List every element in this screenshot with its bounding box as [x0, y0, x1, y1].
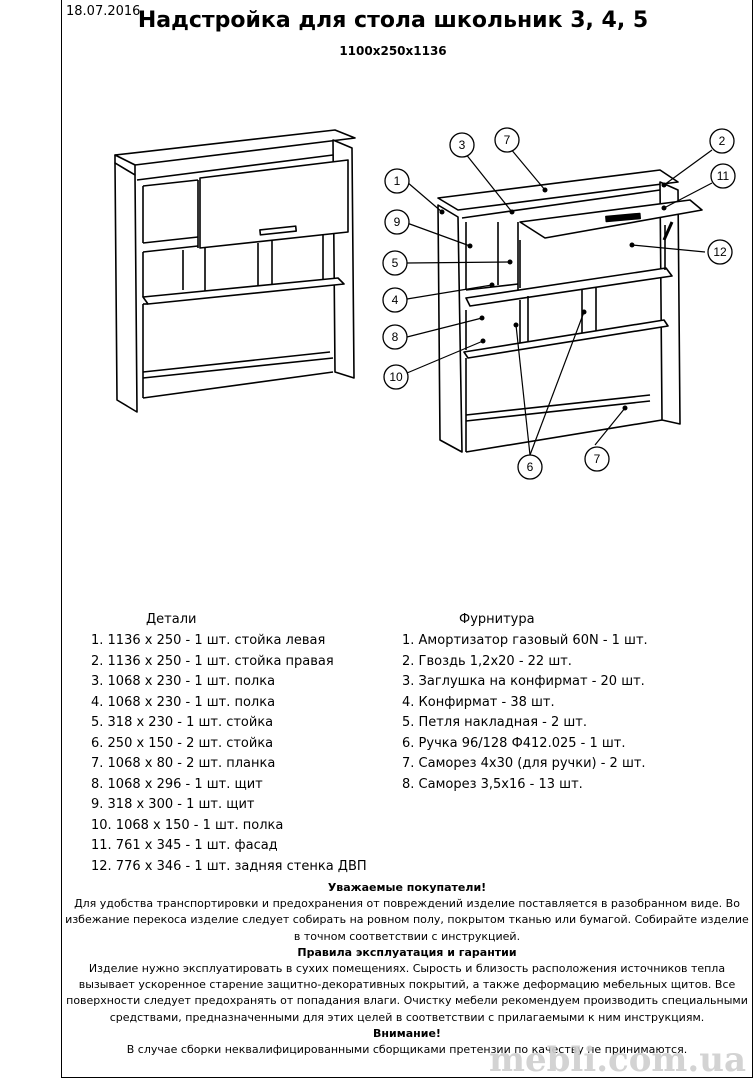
assembled-view — [114, 129, 356, 413]
document-date: 18.07.2016 — [66, 4, 141, 19]
callout-label-7b: 7 — [594, 452, 601, 466]
parts-item: 3. 1068 х 230 - 1 шт. полка — [91, 674, 276, 689]
assembly-drawing: 1 2 3 4 5 6 7 8 9 10 11 12 7 — [114, 127, 736, 480]
notice-heading-warranty: Правила эксплуатация и гарантии — [297, 945, 517, 959]
notice-heading-attention: Внимание! — [373, 1026, 441, 1040]
callout-label-2: 2 — [719, 134, 726, 148]
exploded-view — [437, 169, 703, 453]
callout-label-7: 7 — [504, 133, 511, 147]
page-frame — [61, 0, 753, 1078]
callout-label-9: 9 — [394, 215, 401, 229]
hardware-item: 8. Саморез 3,5х16 - 13 шт. — [402, 776, 583, 792]
hardware-item: 3. Заглушка на конфирмат - 20 шт. — [402, 674, 645, 689]
callout-circle-9 — [384, 209, 410, 235]
callout-label-3: 3 — [459, 138, 466, 152]
callout-circle-4 — [382, 287, 408, 313]
notice-paragraph-assembly: Для удобства транспортировки и предохран… — [65, 897, 749, 943]
hardware-heading: Фурнитура — [459, 612, 535, 627]
callout-circle-5 — [382, 250, 408, 276]
notice-paragraph-warranty: Изделие нужно эксплуатировать в сухих по… — [66, 962, 748, 1024]
parts-item: 8. 1068 х 296 - 1 шт. щит — [91, 776, 263, 792]
callout-circle-1 — [384, 168, 410, 194]
parts-list: 1. 1136 х 250 - 1 шт. стойка левая 2. 11… — [91, 631, 367, 877]
callout-label-12: 12 — [713, 245, 727, 259]
leader-lines — [406, 147, 713, 456]
notice-heading-customers: Уважаемые покупатели! — [327, 881, 487, 894]
hardware-item: 7. Саморез 4х30 (для ручки) - 2 шт. — [402, 756, 646, 771]
callout-circle-12 — [707, 239, 733, 265]
callout-label-4: 4 — [392, 293, 399, 307]
watermark: mebli.com.ua — [489, 1040, 746, 1080]
callout-label-10: 10 — [389, 370, 403, 384]
parts-item: 1. 1136 х 250 - 1 шт. стойка левая — [91, 633, 326, 648]
parts-item: 7. 1068 х 80 - 2 шт. планка — [91, 756, 276, 771]
callout-circle-2 — [709, 128, 735, 154]
parts-item: 12. 776 х 346 - 1 шт. задняя стенка ДВП — [91, 858, 367, 874]
hardware-item: 1. Амортизатор газовый 60N - 1 шт. — [402, 633, 648, 648]
customer-notice: Уважаемые покупатели! Для удобства транс… — [62, 880, 752, 1058]
callout-circle-10 — [383, 364, 409, 390]
callout-circle-11 — [710, 163, 736, 189]
product-dimensions: 1100x250x1136 — [339, 44, 447, 58]
callout-label-8: 8 — [392, 330, 399, 344]
hardware-list: 1. Амортизатор газовый 60N - 1 шт. 2. Гв… — [402, 631, 648, 795]
hardware-item: 6. Ручка 96/128 Ф412.025 - 1 шт. — [402, 735, 626, 751]
parts-item: 2. 1136 х 250 - 1 шт. стойка правая — [91, 653, 334, 669]
callout-label-11: 11 — [717, 169, 730, 183]
callout-circle-3 — [449, 132, 475, 158]
callout-circle-7 — [494, 127, 520, 153]
document-title: Надстройка для стола школьник 3, 4, 5 — [137, 8, 649, 33]
parts-item: 4. 1068 х 230 - 1 шт. полка — [91, 694, 276, 710]
hardware-item: 5. Петля накладная - 2 шт. — [402, 715, 587, 730]
callout-label-5: 5 — [392, 256, 399, 270]
parts-item: 10. 1068 х 150 - 1 шт. полка — [91, 817, 284, 833]
callout-label-6: 6 — [527, 460, 534, 474]
callout-label-1: 1 — [394, 174, 401, 188]
leader-dots — [439, 182, 667, 411]
notice-paragraph-attention: В случае сборки неквалифицированными сбо… — [126, 1043, 688, 1057]
parts-heading: Детали — [146, 612, 197, 627]
parts-item: 11. 761 х 345 - 1 шт. фасад — [91, 838, 278, 853]
parts-item: 5. 318 х 230 - 1 шт. стойка — [91, 715, 274, 730]
callout-circle-7b — [584, 446, 610, 472]
hardware-item: 4. Конфирмат - 38 шт. — [402, 694, 555, 710]
callout-circle-6 — [517, 454, 543, 480]
hardware-item: 2. Гвоздь 1,2х20 - 22 шт. — [402, 653, 572, 669]
parts-item: 6. 250 х 150 - 2 шт. стойка — [91, 735, 274, 751]
parts-item: 9. 318 х 300 - 1 шт. щит — [91, 797, 255, 812]
callout-circle-8 — [382, 324, 408, 350]
